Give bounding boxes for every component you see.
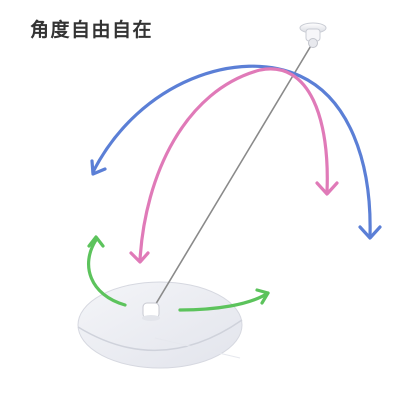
blue-arc-arrow-icon xyxy=(90,64,382,240)
top-mount xyxy=(299,22,327,48)
stand-rod xyxy=(150,43,313,313)
base-joint xyxy=(142,302,160,321)
green-rotation-arrow-icon xyxy=(86,235,270,312)
caption-title: 角度自由自在 xyxy=(30,19,154,41)
pink-arc-arrow-icon xyxy=(129,67,339,264)
